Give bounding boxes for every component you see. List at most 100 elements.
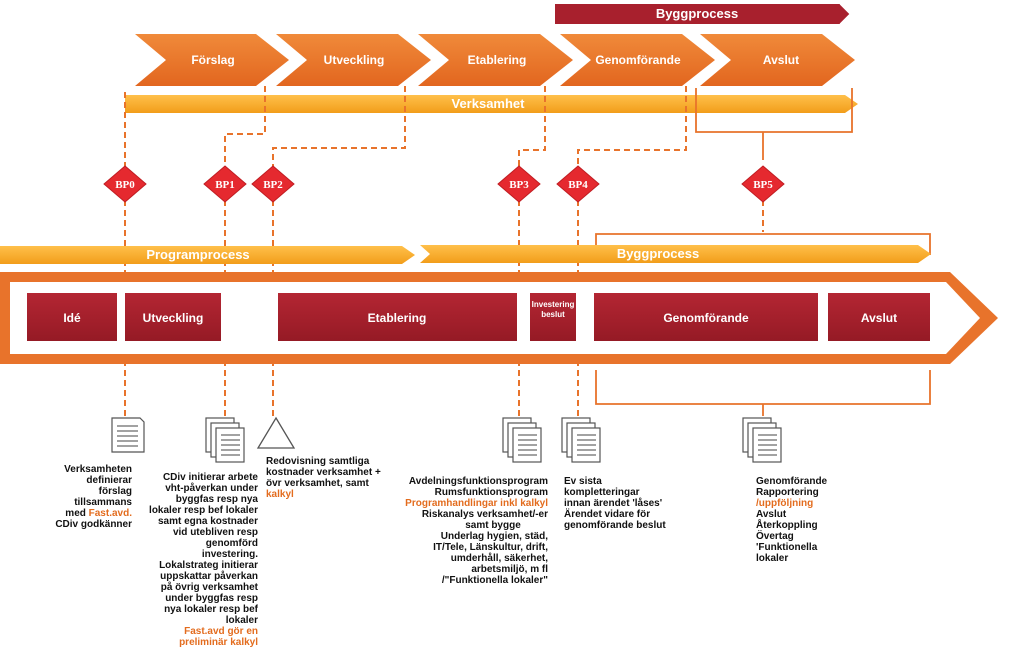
stage-ide: Idé	[27, 293, 117, 341]
note-line: kompletteringar	[564, 487, 640, 498]
top-banner-label: Byggprocess	[656, 6, 738, 21]
note-line: Redovisning samtliga	[266, 456, 370, 467]
note-line: nya lokaler resp bef	[164, 604, 258, 615]
top-byggprocess-banner: Byggprocess	[555, 3, 851, 25]
stage-label: Idé	[63, 311, 81, 325]
stage-investering-beslut: Investering beslut	[530, 293, 576, 341]
stage-label: Etablering	[368, 311, 427, 325]
note-line: Lokalstrateg initierar	[159, 560, 258, 571]
note-line: under byggfas resp	[165, 593, 258, 604]
bygg-label: Byggprocess	[617, 246, 699, 261]
phase-label: Avslut	[763, 53, 799, 67]
note-line: uppskattar påverkan	[160, 571, 258, 582]
document-stack-icon	[502, 417, 542, 463]
brackets	[595, 88, 931, 416]
note-line: vht-påverkan under	[165, 483, 258, 494]
bp-label: BP4	[568, 179, 588, 191]
note-line: samt egna kostnader	[157, 516, 258, 527]
note-line: Övertag	[756, 531, 794, 542]
document-icon	[111, 417, 145, 453]
phase-label: Förslag	[191, 53, 234, 67]
note-line: CDiv godkänner	[55, 519, 132, 530]
note-highlight: Fast.avd gör en	[184, 626, 258, 637]
note-bp1: CDiv initierar arbete vht-påverkan under…	[138, 472, 258, 648]
bp-label: BP2	[263, 179, 283, 191]
note-bp0: Verksamheten definierar förslag tillsamm…	[40, 464, 132, 530]
stage-label: Investering beslut	[531, 300, 575, 319]
note-line: 'Funktionella	[756, 542, 818, 553]
stage-label: Utveckling	[143, 311, 204, 325]
phase-forslag: Förslag	[135, 34, 289, 86]
note-highlight: Fast.avd.	[88, 508, 132, 519]
note-line: CDiv initierar arbete	[162, 472, 258, 483]
note-line: innan ärendet 'låses'	[564, 498, 663, 509]
phase-genomforande: Genomförande	[560, 34, 715, 86]
decision-points: BP0 BP1 BP2 BP3 BP4 BP5	[103, 165, 785, 203]
note-text: med	[65, 508, 89, 519]
note-line: investering.	[201, 549, 258, 560]
stage-genomforande: Genomförande	[594, 293, 818, 341]
note-line: med Fast.avd.	[40, 508, 132, 519]
program-bar: Programprocess	[0, 246, 415, 264]
bygg-bar: Byggprocess	[420, 245, 931, 263]
phase-etablering: Etablering	[418, 34, 573, 86]
note-line: Verksamheten	[64, 464, 132, 475]
note-line: Genomförande	[756, 476, 828, 487]
phase-chevrons: Förslag Utveckling Etablering Genomföran…	[135, 34, 855, 86]
note-highlight: kalkyl	[266, 489, 294, 500]
triangle-icon	[256, 416, 296, 449]
note-line: Avdelningsfunktionsprogram	[408, 476, 548, 487]
stage-utveckling: Utveckling	[125, 293, 221, 341]
note-bp5: Genomförande Rapportering /uppföljning A…	[756, 476, 856, 564]
note-line: Ev sista	[564, 476, 602, 487]
note-line: övr verksamhet, samt	[266, 478, 369, 489]
note-line: Återkoppling	[756, 520, 818, 531]
note-bp2: Redovisning samtliga kostnader verksamhe…	[266, 456, 396, 500]
stage-avslut: Avslut	[828, 293, 930, 341]
phase-utveckling: Utveckling	[276, 34, 431, 86]
phase-label: Etablering	[468, 53, 527, 67]
note-line: IT/Tele, Länskultur, drift,	[433, 542, 548, 553]
note-line: Underlag hygien, städ,	[440, 531, 548, 542]
note-highlight: preliminär kalkyl	[179, 637, 258, 648]
note-line: Rapportering	[756, 487, 819, 498]
note-line: definierar	[86, 475, 132, 486]
bp-label: BP0	[115, 179, 135, 191]
verksamhet-bar: Verksamhet	[125, 95, 858, 113]
note-line: Rumsfunktionsprogram	[434, 487, 548, 498]
note-line: /"Funktionella lokaler"	[441, 575, 548, 586]
document-stack-icon	[742, 417, 782, 463]
bp0-diamond: BP0	[103, 165, 147, 203]
note-line: genomförd	[205, 538, 258, 549]
note-bp3: Avdelningsfunktionsprogram Rumsfunktions…	[398, 476, 548, 586]
main-stage-boxes: Idé Utveckling Etablering Investering be…	[27, 293, 930, 341]
stage-label: Avslut	[861, 311, 897, 325]
bp2-diamond: BP2	[251, 165, 295, 203]
document-stack-icon	[561, 417, 601, 463]
stage-etablering: Etablering	[278, 293, 517, 341]
bp3-diamond: BP3	[497, 165, 541, 203]
bp4-diamond: BP4	[556, 165, 600, 203]
note-line: tillsammans	[74, 497, 132, 508]
program-label: Programprocess	[146, 247, 249, 262]
note-bp4: Ev sista kompletteringar innan ärendet '…	[564, 476, 684, 531]
note-line: Ärendet vidare för	[564, 509, 651, 520]
phase-avslut: Avslut	[700, 34, 855, 86]
bp-label: BP3	[509, 179, 529, 191]
note-highlight: Programhandlingar inkl kalkyl	[405, 498, 548, 509]
bp-label: BP5	[753, 179, 773, 191]
phase-label: Utveckling	[324, 53, 385, 67]
note-line: Avslut	[756, 509, 787, 520]
bp1-diamond: BP1	[203, 165, 247, 203]
note-line: lokaler resp bef lokaler	[149, 505, 258, 516]
note-line: lokaler	[225, 615, 258, 626]
bp5-diamond: BP5	[741, 165, 785, 203]
note-highlight: /uppföljning	[756, 498, 814, 509]
note-line: arbetsmiljö, m fl	[471, 564, 548, 575]
note-line: umderhåll, säkerhet,	[450, 553, 548, 564]
note-line: byggfas resp nya	[175, 494, 258, 505]
note-line: lokaler	[756, 553, 789, 564]
stage-label: Genomförande	[663, 311, 749, 325]
note-line: kostnader verksamhet +	[266, 467, 381, 478]
